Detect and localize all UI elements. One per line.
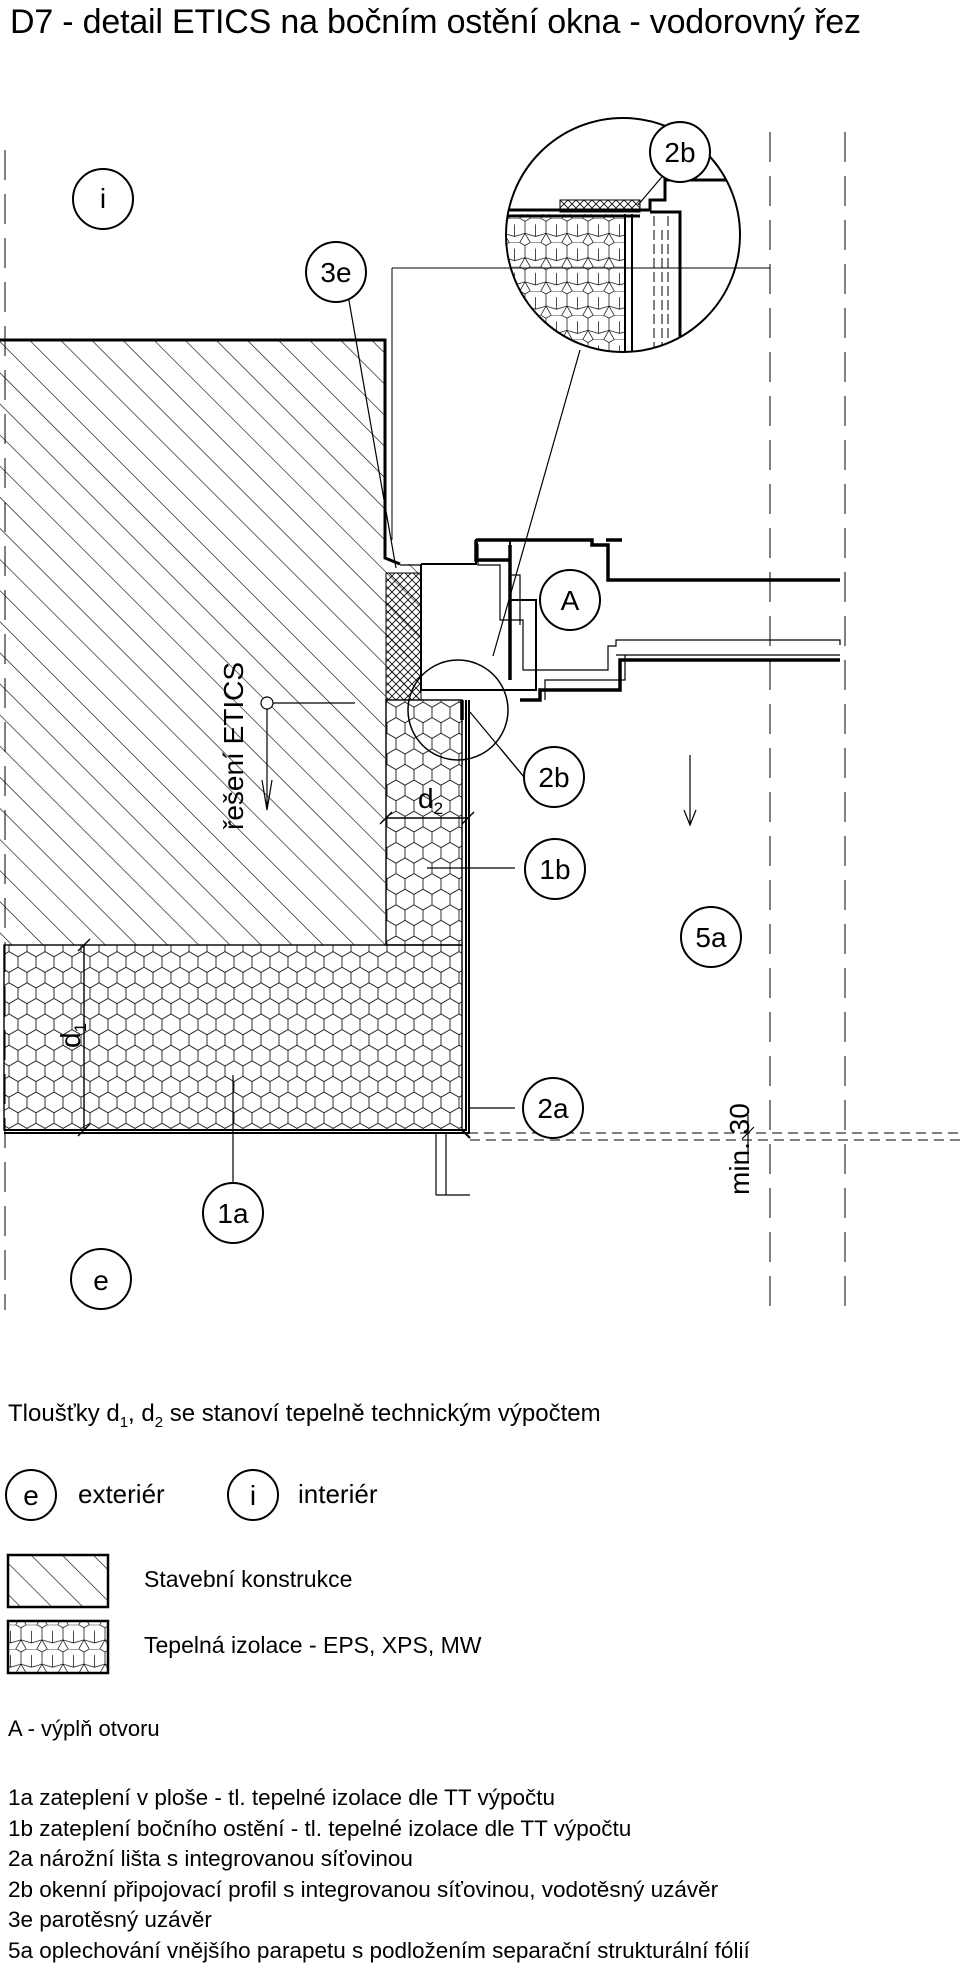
- legend-construction-label: Stavební konstrukce: [144, 1566, 353, 1592]
- leader-3e: [347, 294, 397, 569]
- item-1a: 1a zateplení v ploše - tl. tepelné izola…: [8, 1785, 555, 1810]
- label-A: A: [539, 569, 601, 631]
- label-1a: 1a: [202, 1182, 264, 1244]
- label-etics-section: řešení ETICS: [218, 662, 249, 830]
- legend-i-text: i: [250, 1480, 256, 1511]
- label-i-symbol: i: [72, 168, 134, 230]
- item-2b: 2b okenní připojovací profil s integrova…: [8, 1876, 719, 1902]
- label-d1: d1: [55, 1023, 90, 1048]
- item-2a: 2a nárožní lišta s integrovanou síťovino…: [8, 1846, 413, 1872]
- label-3e: 3e: [305, 241, 367, 303]
- legend-e-text: e: [23, 1480, 39, 1511]
- corner-bead-2a: [461, 1129, 471, 1139]
- seal-strip-3e: [385, 572, 422, 701]
- window-frame-outline: [460, 538, 840, 720]
- label-5a: 5a: [680, 906, 742, 968]
- label-e-symbol: e: [70, 1248, 132, 1310]
- label-1b: 1b: [524, 838, 586, 900]
- reveal-insulation-1b: [385, 699, 463, 946]
- dim-d2: [379, 811, 475, 825]
- item-a-fill: A - výplň otvoru: [8, 1716, 160, 1741]
- legend-exterior-label: exteriér: [78, 1479, 165, 1509]
- label-e-text: e: [93, 1265, 109, 1296]
- label-min30: min. 30: [724, 1103, 755, 1195]
- label-3e-text: 3e: [320, 257, 351, 288]
- label-A-text: A: [561, 585, 580, 616]
- detail-marker-circle: [407, 659, 509, 761]
- legend-exterior-symbol: e: [5, 1469, 57, 1521]
- items-list: 1a zateplení v ploše - tl. tepelné izola…: [8, 1783, 750, 1967]
- label-5a-text: 5a: [695, 922, 727, 953]
- detail-link-line: [492, 349, 581, 657]
- wall-construction: [0, 340, 421, 945]
- legend-interior-label: interiér: [298, 1479, 378, 1509]
- wall-outline: [0, 338, 401, 566]
- item-5a: 5a oplechování vnějšího parapetu s podlo…: [8, 1937, 750, 1963]
- item-3e: 3e parotěsný uzávěr: [8, 1907, 212, 1933]
- label-2b-detail: 2b: [649, 121, 711, 183]
- label-2b-text: 2b: [538, 762, 569, 793]
- label-1b-text: 1b: [539, 854, 570, 885]
- window-frame-profile: [400, 539, 841, 700]
- label-2b-detail-text: 2b: [664, 137, 695, 168]
- legend-construction-swatch: [6, 1553, 110, 1609]
- legend-insulation-label: Tepelná izolace - EPS, XPS, MW: [144, 1632, 482, 1658]
- label-2b: 2b: [523, 746, 585, 808]
- legend-insulation-swatch: [6, 1619, 110, 1675]
- leader-2b-corner: [469, 711, 525, 778]
- item-1b: 1b zateplení bočního ostění - tl. tepeln…: [8, 1815, 632, 1841]
- label-i-text: i: [100, 183, 106, 214]
- sill-arrow: [683, 755, 697, 827]
- drawing-title: D7 - detail ETICS na bočním ostění okna …: [10, 3, 861, 41]
- label-d2: d2: [418, 783, 443, 818]
- section-marker: [261, 702, 355, 811]
- label-2a-text: 2a: [537, 1093, 569, 1124]
- label-1a-text: 1a: [217, 1198, 249, 1229]
- legend-interior-symbol: i: [227, 1469, 279, 1521]
- thickness-note: Tloušťky d1, d2 se stanoví tepelně techn…: [8, 1400, 601, 1431]
- label-2a: 2a: [522, 1077, 584, 1139]
- dim-min30: [741, 1115, 755, 1162]
- dim-d1: [77, 938, 91, 1137]
